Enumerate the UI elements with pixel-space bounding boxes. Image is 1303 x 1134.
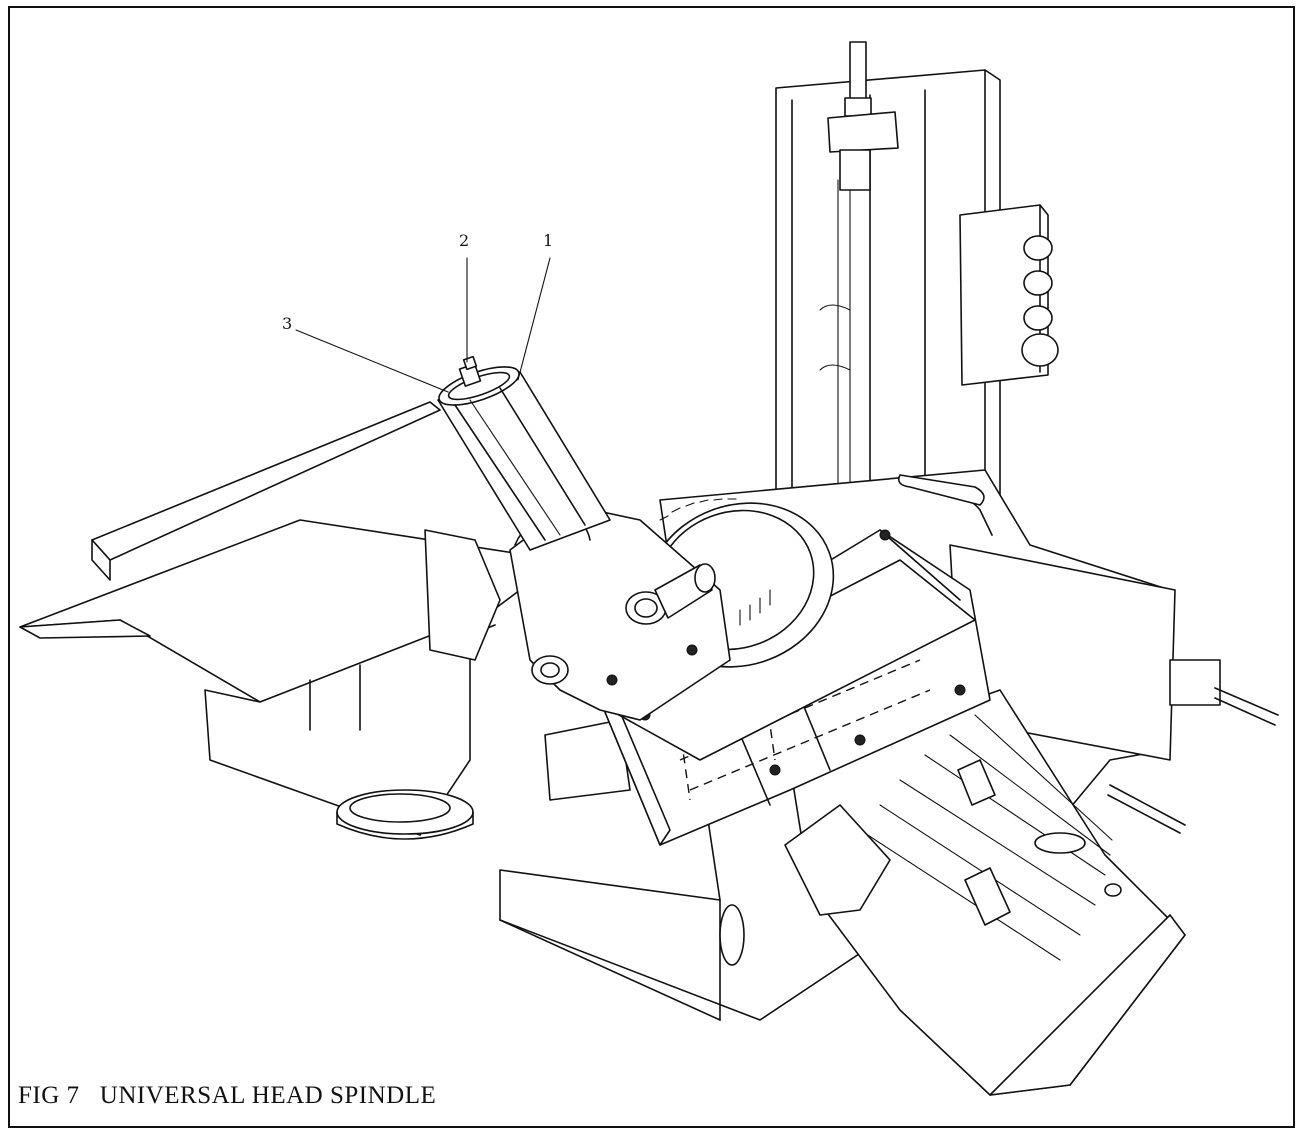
callout-label-2: 2 xyxy=(459,231,470,250)
work-table xyxy=(19,401,631,840)
vertical-column xyxy=(775,41,1001,521)
head-gearbox xyxy=(599,529,991,846)
callout-label-3: 3 xyxy=(282,314,293,333)
callout-label-1: 1 xyxy=(543,231,554,250)
control-box xyxy=(959,204,1059,386)
figure-caption: FIG 7 UNIVERSAL HEAD SPINDLE xyxy=(18,1082,437,1109)
spindle-quill xyxy=(437,355,611,551)
spindle-head-body xyxy=(509,504,731,721)
spindle-motor xyxy=(784,689,1186,1096)
callout-leaders xyxy=(295,257,551,393)
